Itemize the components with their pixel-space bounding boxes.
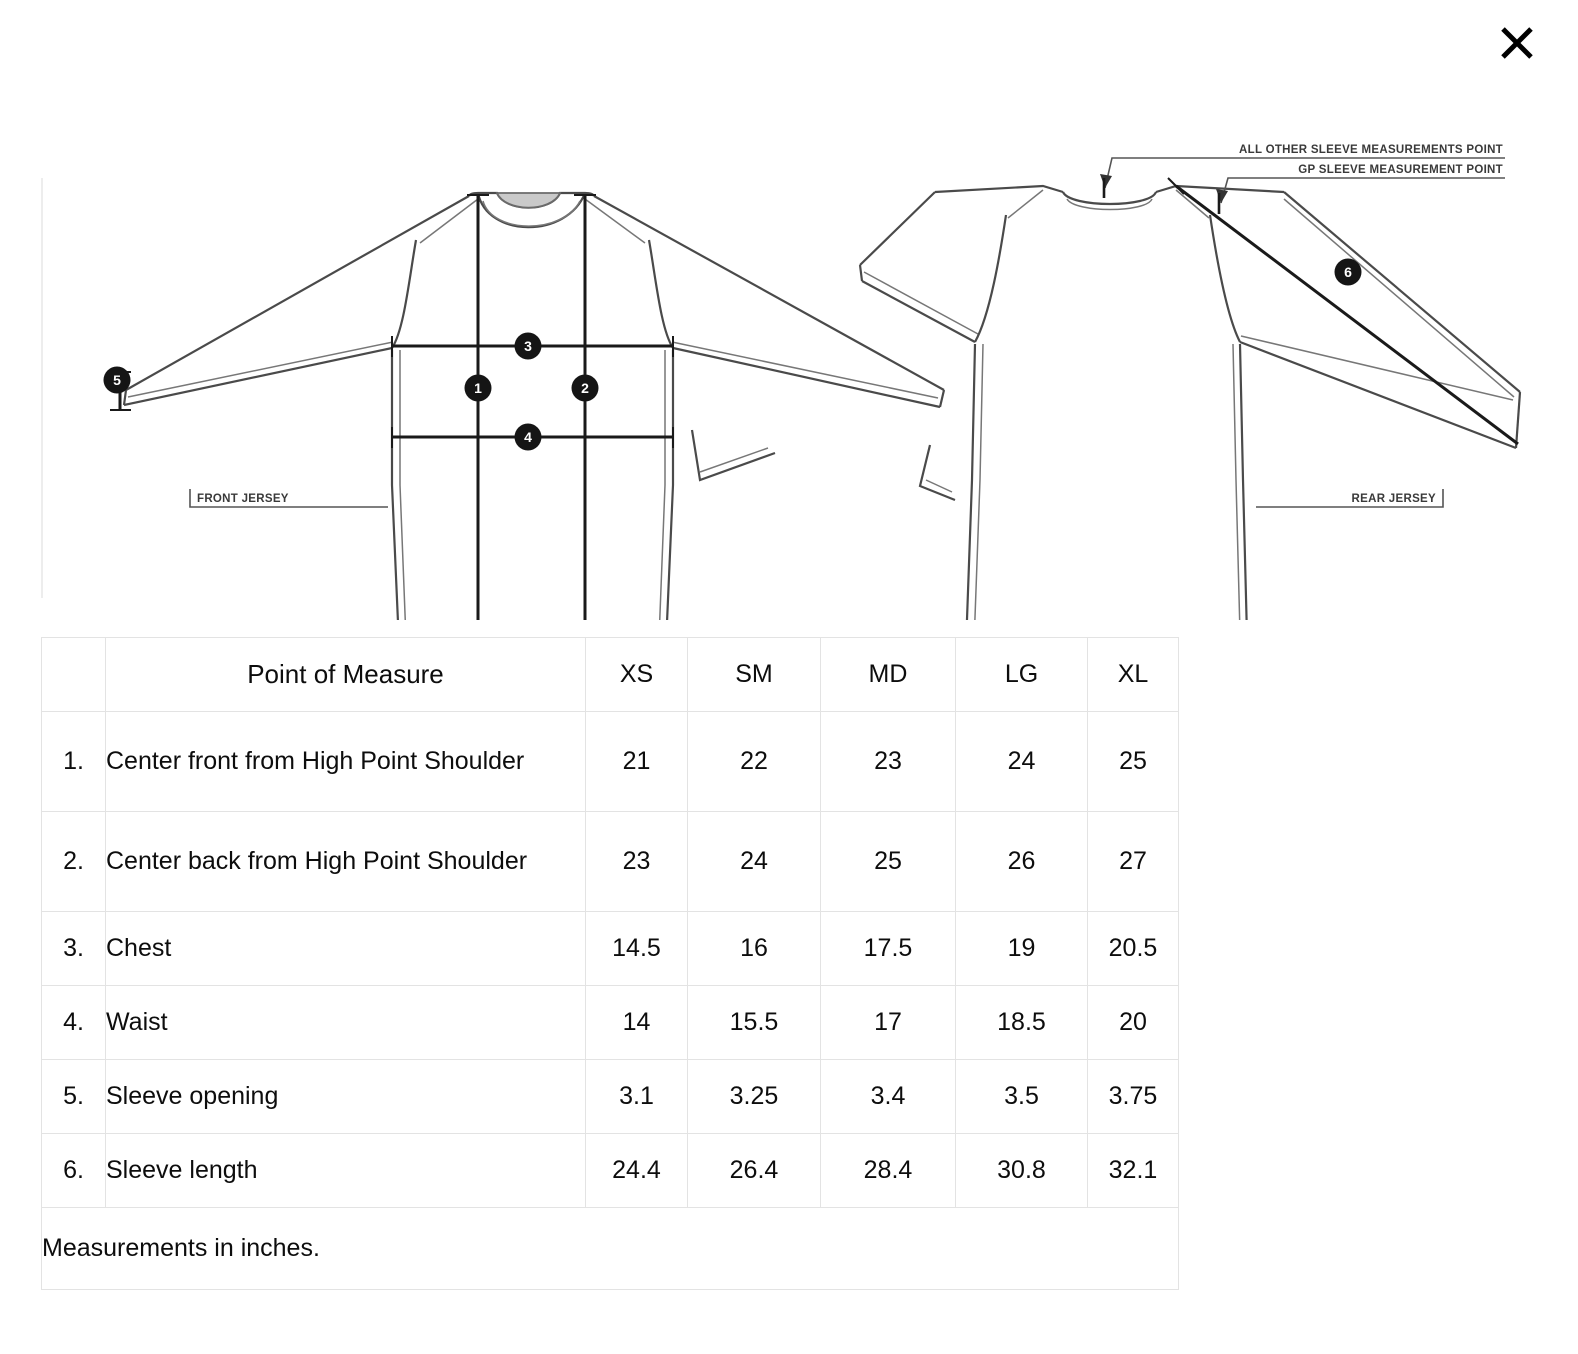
row-index: 3. <box>41 911 106 986</box>
table-row: 3. Chest 14.5 16 17.5 19 20.5 <box>41 911 1179 986</box>
cell-md: 17.5 <box>820 911 956 986</box>
svg-text:3: 3 <box>524 338 532 354</box>
cell-xl: 20 <box>1087 985 1179 1060</box>
header-index <box>41 637 106 712</box>
cell-xs: 24.4 <box>585 1133 688 1208</box>
cell-lg: 19 <box>955 911 1088 986</box>
svg-text:4: 4 <box>524 429 532 445</box>
cell-xs: 23 <box>585 811 688 912</box>
gp-sleeve-label: GP SLEEVE MEASUREMENT POINT <box>1298 164 1503 176</box>
header-size-sm: SM <box>687 637 821 712</box>
svg-text:1: 1 <box>474 380 482 396</box>
cell-md: 3.4 <box>820 1059 956 1134</box>
cell-md: 28.4 <box>820 1133 956 1208</box>
size-chart-table: Point of Measure XS SM MD LG XL 1. Cente… <box>41 637 1179 1290</box>
header-row: Point of Measure XS SM MD LG XL <box>41 637 1179 712</box>
table-row: 2. Center back from High Point Shoulder … <box>41 811 1179 912</box>
annotation-gp-sleeve: GP SLEEVE MEASUREMENT POINT <box>1216 164 1505 214</box>
cell-sm: 26.4 <box>687 1133 821 1208</box>
front-jersey-label-group: FRONT JERSEY <box>189 489 388 508</box>
cell-xs: 3.1 <box>585 1059 688 1134</box>
cell-sm: 15.5 <box>687 985 821 1060</box>
cell-xl: 27 <box>1087 811 1179 912</box>
row-point-of-measure: Center back from High Point Shoulder <box>105 811 586 912</box>
marker-5: 5 <box>103 366 131 394</box>
rear-dimension-lines <box>1167 177 1519 446</box>
row-point-of-measure: Waist <box>105 985 586 1060</box>
marker-2: 2 <box>571 374 599 402</box>
size-table-container: Point of Measure XS SM MD LG XL 1. Cente… <box>41 637 1179 1290</box>
header-size-lg: LG <box>955 637 1088 712</box>
header-size-md: MD <box>820 637 956 712</box>
row-index: 2. <box>41 811 106 912</box>
row-point-of-measure: Sleeve opening <box>105 1059 586 1134</box>
cell-lg: 3.5 <box>955 1059 1088 1134</box>
marker-3: 3 <box>514 332 542 360</box>
marker-1: 1 <box>464 374 492 402</box>
header-size-xl: XL <box>1087 637 1179 712</box>
front-jersey-label: FRONT JERSEY <box>197 493 289 505</box>
footnote-row: Measurements in inches. <box>41 1207 1179 1290</box>
cell-md: 23 <box>820 711 956 812</box>
table-header: Point of Measure XS SM MD LG XL <box>41 637 1179 712</box>
row-point-of-measure: Sleeve length <box>105 1133 586 1208</box>
cell-xl: 25 <box>1087 711 1179 812</box>
measurements-footnote: Measurements in inches. <box>41 1207 1179 1290</box>
front-jersey-illustration <box>122 191 946 620</box>
marker-4: 4 <box>514 423 542 451</box>
svg-text:2: 2 <box>581 380 589 396</box>
header-point-of-measure: Point of Measure <box>105 637 586 712</box>
jersey-measurement-diagram: .ol { fill:none; stroke:#4a4a4a; stroke-… <box>0 100 1578 620</box>
cell-xl: 3.75 <box>1087 1059 1179 1134</box>
cell-xs: 14 <box>585 985 688 1060</box>
cell-md: 17 <box>820 985 956 1060</box>
cell-xl: 32.1 <box>1087 1133 1179 1208</box>
close-icon <box>1496 22 1538 64</box>
cell-lg: 26 <box>955 811 1088 912</box>
cell-xs: 14.5 <box>585 911 688 986</box>
annotation-all-other-sleeve: ALL OTHER SLEEVE MEASUREMENTS POINT <box>1100 144 1505 198</box>
row-index: 5. <box>41 1059 106 1134</box>
row-point-of-measure: Center front from High Point Shoulder <box>105 711 586 812</box>
row-index: 1. <box>41 711 106 812</box>
header-size-xs: XS <box>585 637 688 712</box>
marker-6: 6 <box>1334 258 1362 286</box>
cell-xs: 21 <box>585 711 688 812</box>
cell-lg: 18.5 <box>955 985 1088 1060</box>
rear-jersey-label-group: REAR JERSEY <box>1256 489 1444 508</box>
table-row: 5. Sleeve opening 3.1 3.25 3.4 3.5 3.75 <box>41 1059 1179 1134</box>
svg-text:6: 6 <box>1344 264 1352 280</box>
cell-lg: 24 <box>955 711 1088 812</box>
cell-sm: 22 <box>687 711 821 812</box>
table-row: 1. Center front from High Point Shoulder… <box>41 711 1179 812</box>
table-body: 1. Center front from High Point Shoulder… <box>41 711 1179 1290</box>
rear-jersey-illustration <box>858 184 1522 620</box>
rear-jersey-label: REAR JERSEY <box>1352 493 1436 505</box>
svg-text:5: 5 <box>113 372 121 388</box>
row-index: 6. <box>41 1133 106 1208</box>
all-other-sleeve-label: ALL OTHER SLEEVE MEASUREMENTS POINT <box>1239 144 1503 156</box>
cell-sm: 16 <box>687 911 821 986</box>
row-index: 4. <box>41 985 106 1060</box>
cell-xl: 20.5 <box>1087 911 1179 986</box>
cell-sm: 24 <box>687 811 821 912</box>
cell-md: 25 <box>820 811 956 912</box>
table-row: 6. Sleeve length 24.4 26.4 28.4 30.8 32.… <box>41 1133 1179 1208</box>
table-row: 4. Waist 14 15.5 17 18.5 20 <box>41 985 1179 1060</box>
cell-lg: 30.8 <box>955 1133 1088 1208</box>
cell-sm: 3.25 <box>687 1059 821 1134</box>
neck-opening <box>495 192 562 209</box>
row-point-of-measure: Chest <box>105 911 586 986</box>
close-button[interactable] <box>1494 20 1540 66</box>
